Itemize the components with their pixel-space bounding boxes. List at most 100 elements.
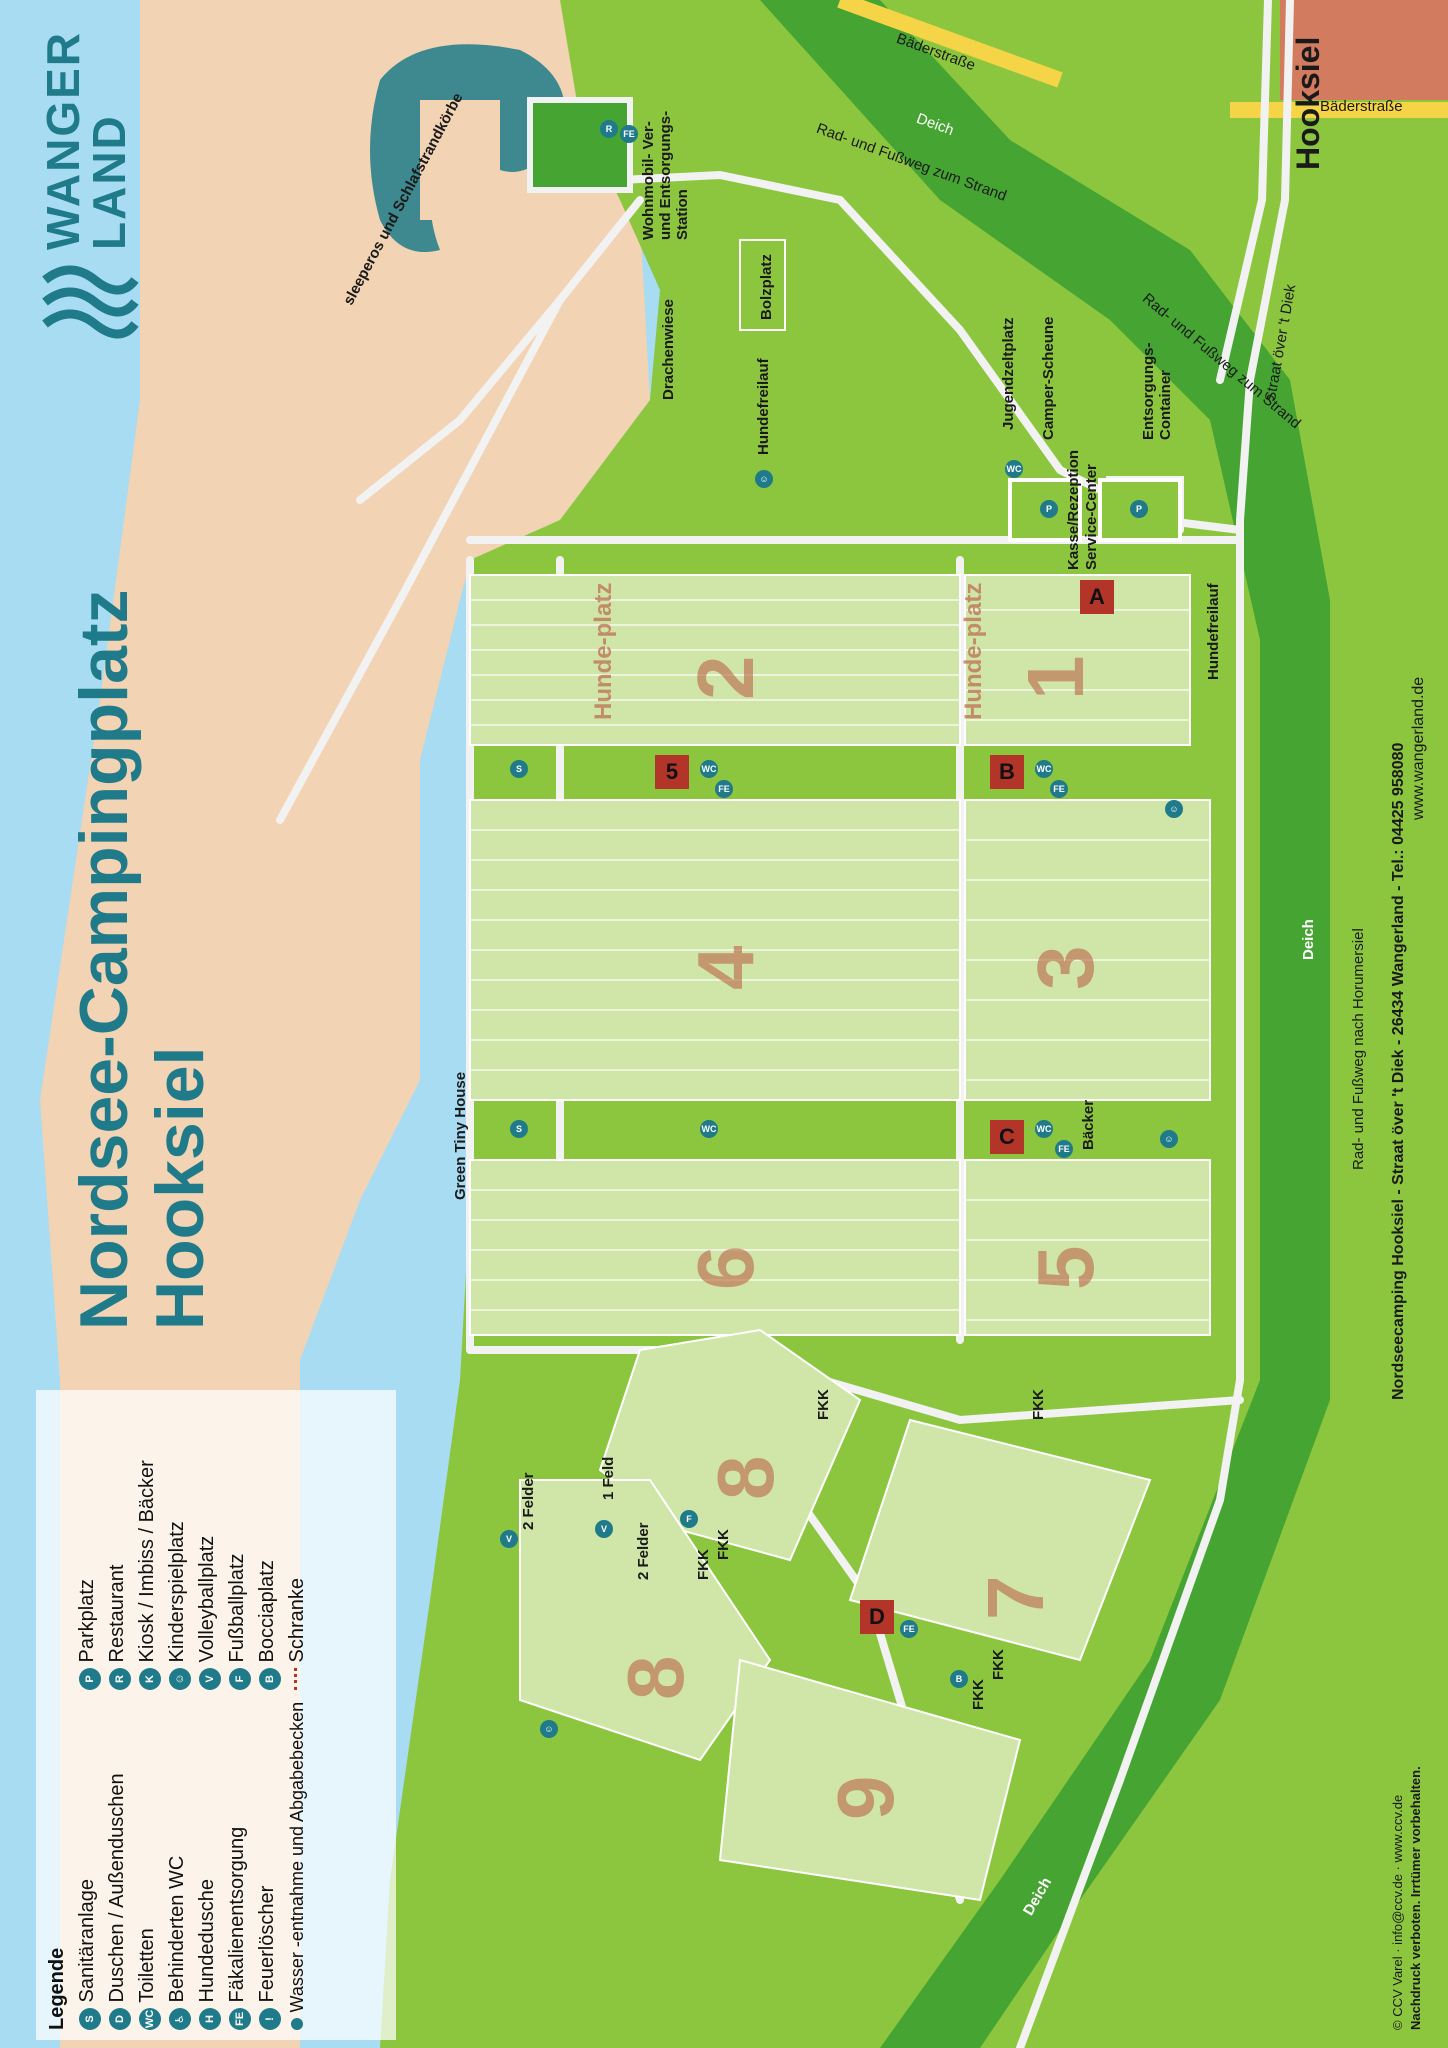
legend-item-barrier: Schranke [286, 1578, 309, 1690]
label-fkk-2: FKK [1030, 1389, 1047, 1420]
credit-line-2: Nachdruck verboten. Irrtümer vorbehalten… [1408, 1766, 1423, 2030]
bolzplatz-box [739, 239, 786, 331]
parking-icon: P [1130, 500, 1148, 518]
field-number-5: 5 [1021, 1245, 1110, 1291]
playground-icon: ☺ [169, 1668, 191, 1690]
plot-row-lines [470, 599, 1210, 1321]
field-number-2: 2 [681, 655, 770, 701]
field-number-1: 1 [1011, 655, 1100, 701]
legend-title: Legende [46, 1947, 68, 2030]
legend-item-wc: WC Toiletten [136, 1928, 161, 2030]
football-icon: F [229, 1668, 251, 1690]
facility-b: B [990, 755, 1024, 789]
brand-line-1: WANGER [37, 31, 89, 250]
wc-icon: WC [1035, 1120, 1053, 1138]
fe-icon: FE [229, 2008, 251, 2030]
legend-panel: Legende S Sanitäranlage D Duschen / Auße… [36, 1390, 396, 2040]
restaurant-icon: R [109, 1668, 131, 1690]
label-fkk-6: FKK [970, 1679, 987, 1710]
facility-a: A [1080, 580, 1114, 614]
parking-icon: P [79, 1668, 101, 1690]
kiosk-icon: K [139, 1668, 161, 1690]
field-3 [964, 799, 1211, 1101]
field-2 [469, 574, 961, 746]
legend-item-sanitary: S Sanitäranlage [76, 1879, 101, 2030]
playground-icon: ☺ [1165, 800, 1183, 818]
boccia-icon: B [259, 1668, 281, 1690]
label-huendeplatz-2: Hunde-platz [960, 582, 987, 720]
field-6 [469, 1159, 961, 1336]
label-deich-mid: Deich [1300, 919, 1317, 960]
rv-station-area [527, 97, 633, 193]
label-fkk-5: FKK [990, 1649, 1007, 1680]
label-entsorgung: Entsorgungs-Container [1140, 342, 1174, 441]
label-feld-1: 1 Feld [600, 1456, 617, 1500]
restaurant-icon: R [600, 120, 618, 138]
label-huendeplatz-1: Hunde-platz [590, 582, 617, 720]
field-number-6: 6 [681, 1245, 770, 1291]
legend-item-dog-shower: H Hundedusche [196, 1879, 221, 2030]
label-jugendzeltplatz: Jugendzeltplatz [1000, 317, 1017, 430]
label-felder-2a: 2 Felder [520, 1472, 537, 1530]
fe-icon: FE [715, 780, 733, 798]
water-point-icon [291, 2018, 303, 2030]
beach-chair-inner [420, 100, 500, 220]
sanitary-icon: S [510, 1120, 528, 1138]
label-hooksiel-town: Hooksiel [1290, 36, 1326, 170]
label-baderstrasse-right: Bäderstraße [1320, 98, 1403, 115]
volleyball-icon: V [500, 1530, 518, 1548]
label-hundefreilauf-1: Hundefreilauf [755, 358, 772, 455]
page-title: Nordsee-Campingplatz Hooksiel [66, 589, 218, 1330]
dog-shower-icon: H [199, 2008, 221, 2030]
shower-icon: D [109, 2008, 131, 2030]
footer-web: www.wangerland.de [1410, 676, 1427, 820]
label-drachenwiese: Drachenwiese [660, 299, 677, 400]
label-baecker: Bäcker [1080, 1099, 1097, 1150]
fe-icon: FE [620, 125, 638, 143]
football-icon: F [680, 1510, 698, 1528]
fe-icon: FE [900, 1620, 918, 1638]
legend-item-kiosk: K Kiosk / Imbiss / Bäcker [136, 1460, 161, 1690]
sanitary-icon: S [510, 760, 528, 778]
boccia-icon: B [950, 1670, 968, 1688]
label-rv-station: Wohnmobil- Ver- und Entsorgungs-Station [640, 110, 691, 240]
playground-icon: ☺ [540, 1720, 558, 1738]
field-5 [964, 1159, 1211, 1336]
fe-icon: FE [1050, 780, 1068, 798]
field-number-4: 4 [681, 945, 770, 991]
legend-item-fe: FE Fäkalienentsorgung [226, 1827, 251, 2030]
wc-icon: WC [700, 1120, 718, 1138]
beach-chair-arc [370, 44, 565, 253]
field-number-8: 8 [701, 1455, 790, 1501]
legend-item-shower: D Duschen / Außenduschen [106, 1773, 131, 2030]
field-number-3: 3 [1021, 945, 1110, 991]
field-number-7: 7 [971, 1575, 1060, 1621]
parking-icon: P [1040, 500, 1058, 518]
field-9 [718, 1658, 1022, 1902]
legend-item-playground: ☺ Kinderspielplatz [166, 1521, 191, 1690]
label-fkk-3: FKK [715, 1529, 732, 1560]
fire-extinguisher-icon: ! [259, 2008, 281, 2030]
wc-icon: WC [139, 2008, 161, 2030]
credit-line-1: © CCV Varel · info@ccv.de · www.ccv.de [1390, 1794, 1405, 2030]
legend-item-restaurant: R Restaurant [106, 1565, 131, 1690]
legend-item-parking: P Parkplatz [76, 1579, 101, 1690]
wc-icon: WC [1035, 760, 1053, 778]
wc-icon: WC [700, 760, 718, 778]
barrier-icon [294, 1668, 302, 1690]
label-kasse: Kasse/Rezeption [1065, 449, 1082, 570]
legend-item-fire-extinguisher: ! Feuerlöscher [256, 1886, 281, 2030]
field-number-8b: 8 [611, 1655, 700, 1701]
fe-icon: FE [1055, 1140, 1073, 1158]
facility-5: 5 [655, 755, 689, 789]
playground-icon: ☺ [1160, 1130, 1178, 1148]
label-green-tiny-house: Green Tiny House [452, 1071, 469, 1200]
label-camper-scheune: Camper-Scheune [1040, 316, 1057, 440]
town-area [1280, 0, 1448, 100]
facility-d: D [860, 1600, 894, 1634]
accessible-wc-icon: ♿ [169, 2008, 191, 2030]
sanitary-icon: S [79, 2008, 101, 2030]
label-path-horumersiel: Rad- und Fußweg nach Horumersiel [1350, 928, 1367, 1170]
label-felder-2b: 2 Felder [635, 1522, 652, 1580]
label-service-center: Service-Center [1083, 464, 1100, 570]
